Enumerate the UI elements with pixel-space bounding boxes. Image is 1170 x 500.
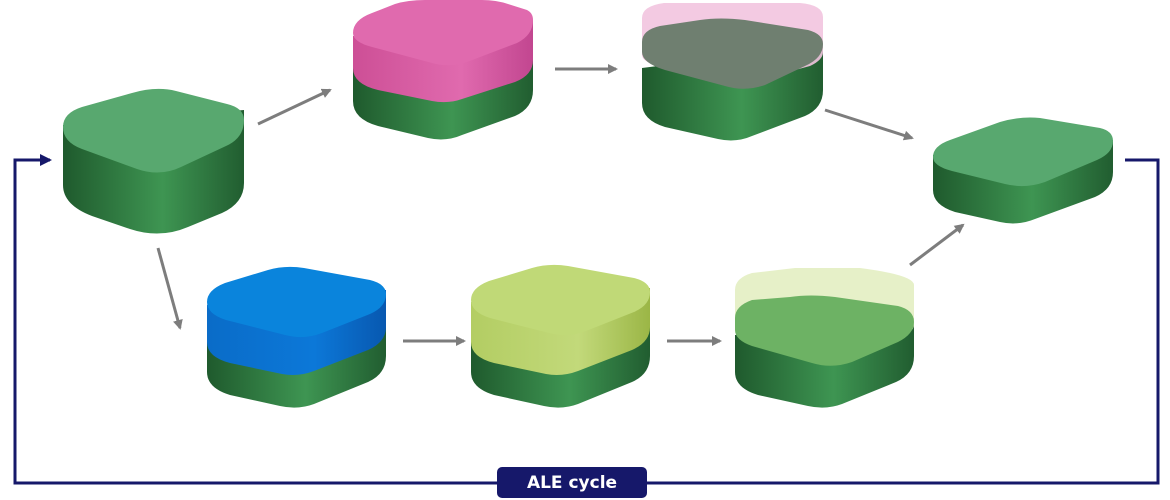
lower-step1-block (207, 266, 386, 408)
cycle-loop (13, 154, 1160, 485)
lower-step2-block (471, 264, 650, 408)
arrow-initial-to-lower1 (156, 247, 183, 330)
upper-step2-block (642, 3, 823, 141)
upper-step1-block (353, 0, 533, 140)
process-arrows (156, 64, 965, 346)
final-substrate-block (933, 117, 1113, 224)
ale-cycle-label: ALE cycle (497, 467, 647, 498)
initial-substrate-block (63, 88, 244, 234)
arrow-lower3-to-final (909, 223, 965, 267)
arrow-upper2-to-final (824, 108, 914, 141)
arrow-initial-to-upper1 (257, 88, 332, 126)
lower-step3-block (735, 268, 914, 408)
